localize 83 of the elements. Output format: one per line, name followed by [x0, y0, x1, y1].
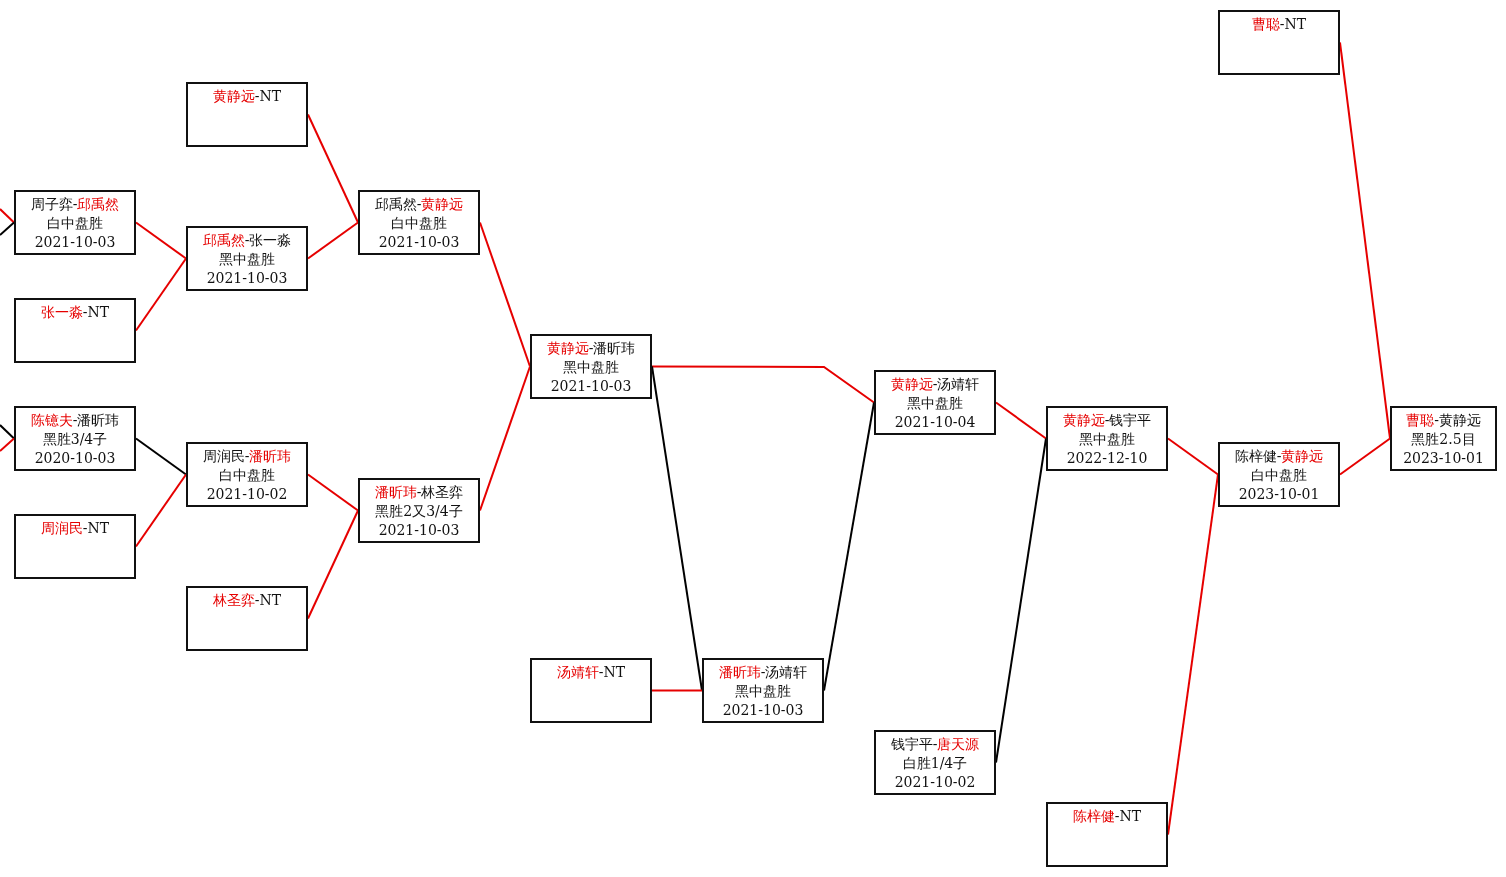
player-names: 黄静远-钱宇平 [1062, 411, 1152, 430]
bracket-line [0, 424, 15, 440]
match-box [702, 658, 824, 723]
date-text: 2021-10-02 [894, 773, 976, 792]
player-names: 汤靖轩-NT [556, 663, 626, 682]
bracket-line [307, 113, 359, 224]
match-box [14, 514, 136, 579]
result-text: 白中盘胜 [391, 214, 447, 233]
date-text: 2023-10-01 [1238, 485, 1320, 504]
match-box [186, 442, 308, 507]
bracket-line [135, 221, 187, 260]
result-text: 黑中盘胜 [563, 358, 619, 377]
bracket-line [307, 473, 359, 512]
match-box [358, 190, 480, 255]
player-names: 黄静远-NT [212, 87, 282, 106]
bracket-line [995, 401, 1047, 440]
match-box [874, 730, 996, 795]
player-names: 周子弈-邱禹然 [30, 195, 120, 214]
match-box [358, 478, 480, 543]
player-names: 陈镱夫-潘昕玮 [30, 411, 120, 430]
bracket-line [307, 509, 359, 620]
match-box [14, 190, 136, 255]
player-names: 钱宇平-唐天源 [890, 735, 980, 754]
bracket-line [1339, 437, 1391, 476]
match-box [1046, 406, 1168, 471]
bracket-line [307, 221, 359, 260]
player-names: 曹聪-NT [1251, 15, 1307, 34]
player-names: 潘昕玮-汤靖轩 [718, 663, 808, 682]
date-text: 2020-10-03 [34, 449, 116, 468]
player-names: 曹聪-黄静远 [1406, 411, 1481, 430]
match-box [186, 586, 308, 651]
bracket-line [651, 689, 703, 692]
result-text: 黑胜2.5目 [1411, 430, 1476, 449]
match-box [1218, 10, 1340, 75]
bracket-line [135, 437, 187, 476]
match-box [530, 334, 652, 399]
match-box [1390, 406, 1497, 471]
player-names: 邱禹然-黄静远 [374, 195, 464, 214]
result-text: 黑胜3/4子 [42, 430, 108, 449]
date-text: 2021-10-03 [34, 233, 116, 252]
bracket-line [1167, 437, 1219, 476]
date-text: 2021-10-02 [206, 485, 288, 504]
result-text: 白中盘胜 [1251, 466, 1307, 485]
bracket-line [135, 473, 187, 548]
date-text: 2023-10-01 [1403, 449, 1484, 468]
player-names: 张一淼-NT [40, 303, 110, 322]
bracket-line [135, 257, 187, 332]
result-text: 黑中盘胜 [1079, 430, 1135, 449]
player-names: 黄静远-潘昕玮 [546, 339, 636, 358]
date-text: 2021-10-03 [722, 701, 804, 720]
match-box [1046, 802, 1168, 867]
player-names: 潘昕玮-林圣弈 [374, 483, 464, 502]
result-text: 白中盘胜 [219, 466, 275, 485]
bracket-line [651, 365, 875, 404]
player-names: 林圣弈-NT [212, 591, 282, 610]
date-text: 2021-10-03 [550, 377, 632, 396]
player-names: 陈梓健-黄静远 [1234, 447, 1324, 466]
match-box [186, 226, 308, 291]
result-text: 黑中盘胜 [907, 394, 963, 413]
match-box [14, 406, 136, 471]
match-box [530, 658, 652, 723]
match-box [186, 82, 308, 147]
result-text: 黑中盘胜 [735, 682, 791, 701]
bracket-line [0, 437, 15, 452]
bracket-line [0, 221, 15, 236]
date-text: 2021-10-03 [378, 521, 460, 540]
result-text: 白胜1/4子 [902, 754, 968, 773]
player-names: 黄静远-汤靖轩 [890, 375, 980, 394]
date-text: 2021-10-04 [894, 413, 976, 432]
result-text: 白中盘胜 [47, 214, 103, 233]
result-text: 黑中盘胜 [219, 250, 275, 269]
player-names: 周润民-潘昕玮 [202, 447, 292, 466]
player-names: 陈梓健-NT [1072, 807, 1142, 826]
date-text: 2021-10-03 [378, 233, 460, 252]
date-text: 2021-10-03 [206, 269, 288, 288]
player-names: 邱禹然-张一淼 [202, 231, 292, 250]
date-text: 2022-12-10 [1066, 449, 1148, 468]
bracket-line [0, 208, 15, 224]
match-box [1218, 442, 1340, 507]
match-box [874, 370, 996, 435]
result-text: 黑胜2又3/4子 [375, 502, 463, 521]
player-names: 周润民-NT [40, 519, 110, 538]
match-box [14, 298, 136, 363]
